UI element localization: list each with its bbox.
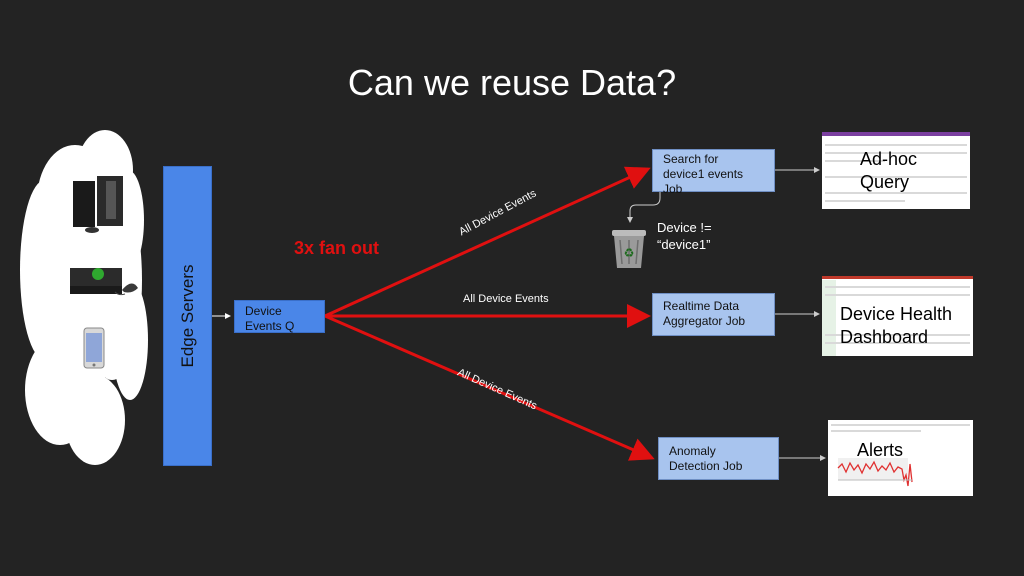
device-cloud: [20, 130, 148, 465]
realtime-line2: Aggregator Job: [663, 314, 746, 328]
search-line3: Job: [663, 182, 683, 196]
filter-line1: Device !=: [657, 220, 712, 235]
realtime-job-box: Realtime Data Aggregator Job: [652, 293, 775, 336]
fanout-label: 3x fan out: [294, 238, 380, 258]
adhoc-line2: Query: [860, 172, 910, 192]
dashboard-line2: Dashboard: [840, 327, 929, 347]
anomaly-line1: Anomaly: [669, 444, 716, 458]
anomaly-line2: Detection Job: [669, 459, 743, 473]
filter-line2: “device1”: [657, 237, 711, 252]
adhoc-line1: Ad-hoc: [860, 149, 918, 169]
fanout-arrow-top: [324, 166, 651, 318]
xbox-console-icon: [70, 268, 138, 296]
realtime-line1: Realtime Data: [663, 299, 740, 313]
search-job-box: Search for device1 events Job: [652, 149, 775, 196]
filter-condition: Device != “device1”: [657, 219, 712, 253]
edge-servers-box: Edge Servers: [163, 166, 212, 466]
alerts-screenshot: Alerts: [828, 420, 973, 496]
smartphone-icon: [83, 327, 105, 369]
dashboard-line1: Device Health: [840, 304, 953, 324]
edge-servers-label: Edge Servers: [177, 264, 197, 368]
discard-arrow: [627, 192, 661, 223]
device-events-queue: Device Events Q: [234, 300, 325, 333]
queue-line2: Events Q: [245, 319, 295, 333]
dashboard-screenshot: Device Health Dashboard: [822, 276, 973, 356]
slide-title: Can we reuse Data?: [347, 62, 677, 103]
search-line1: Search for: [663, 152, 719, 166]
game-console-icon: [73, 176, 123, 233]
search-line2: device1 events: [663, 167, 744, 181]
alerts-signal-graphic: [837, 460, 913, 487]
adhoc-query-screenshot: Ad-hoc Query: [822, 132, 970, 209]
alerts-label: Alerts: [857, 440, 904, 460]
trash-bin-icon: ♻: [612, 230, 646, 268]
edge-label-middle: All Device Events: [463, 293, 549, 305]
queue-line1: Device: [245, 304, 282, 318]
anomaly-job-box: Anomaly Detection Job: [658, 437, 779, 480]
svg-text:♻: ♻: [624, 246, 635, 260]
fanout-arrow-bottom: [324, 314, 655, 461]
